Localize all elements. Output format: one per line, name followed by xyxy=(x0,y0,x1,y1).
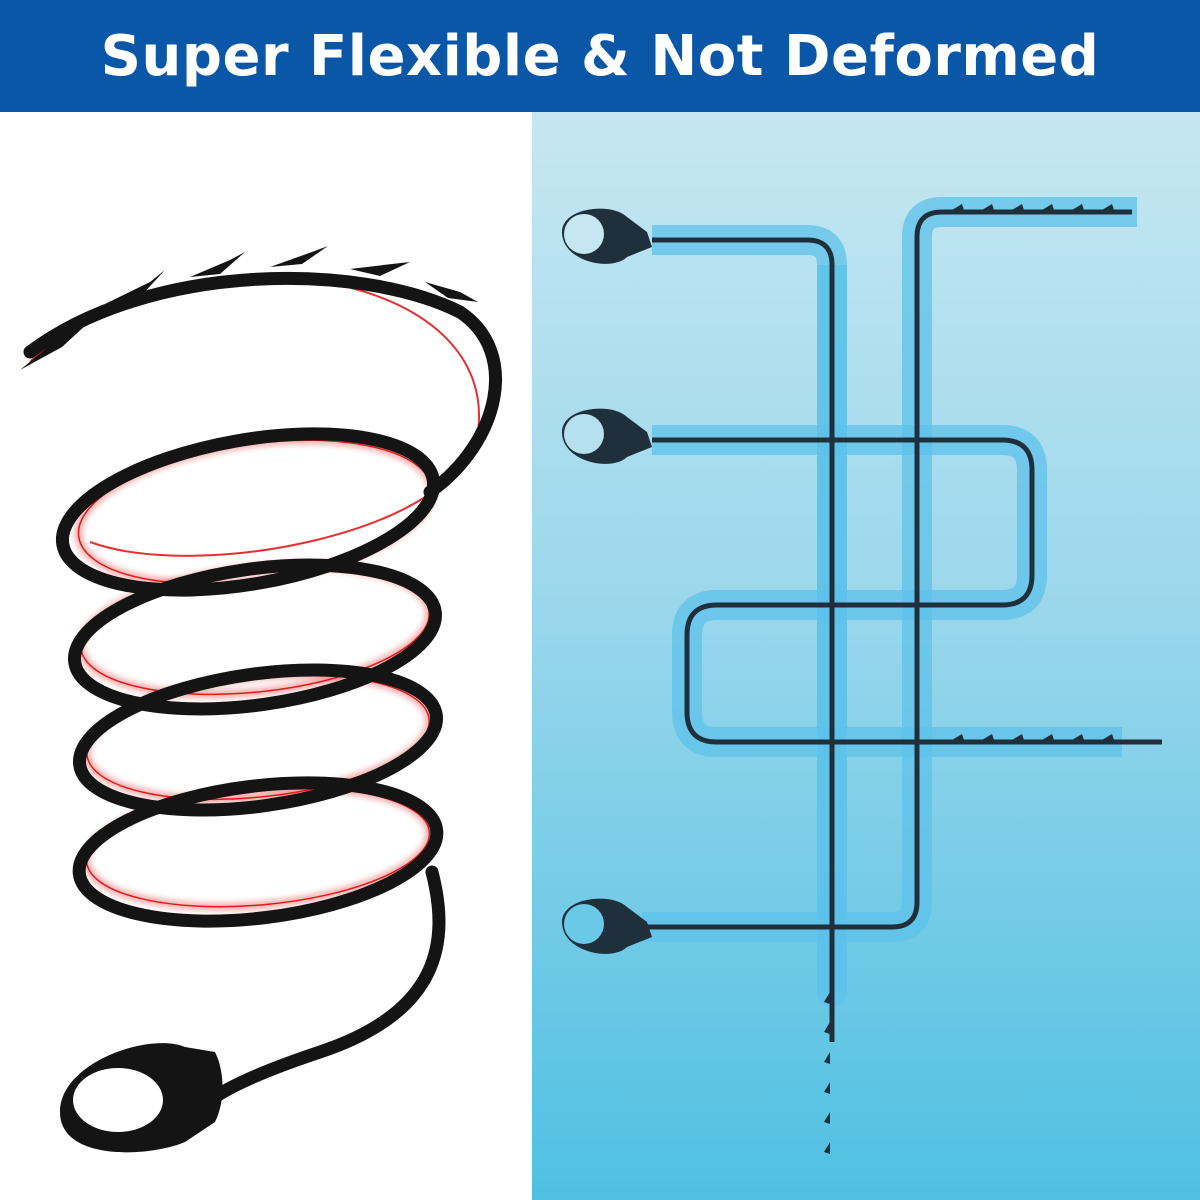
pipe-bending-illustration xyxy=(532,112,1200,1200)
coiled-snake-illustration xyxy=(20,246,502,1153)
pipe-demo-panel xyxy=(532,112,1200,1200)
snake-handle-middle xyxy=(562,408,652,464)
snake-strips xyxy=(647,209,1162,1042)
red-glow-highlight xyxy=(29,276,481,911)
pull-ring-handle xyxy=(60,1043,223,1153)
water-background xyxy=(532,112,1200,1200)
banner-title: Super Flexible & Not Deformed xyxy=(100,23,1100,89)
snake-handle-bottom xyxy=(562,898,652,954)
coil-rings xyxy=(23,271,502,1104)
title-banner: Super Flexible & Not Deformed xyxy=(0,0,1200,112)
snake-handle-top xyxy=(562,208,652,264)
barbed-tip xyxy=(20,246,478,370)
coiled-snake-panel xyxy=(0,112,532,1200)
barb-teeth xyxy=(824,204,1114,1154)
